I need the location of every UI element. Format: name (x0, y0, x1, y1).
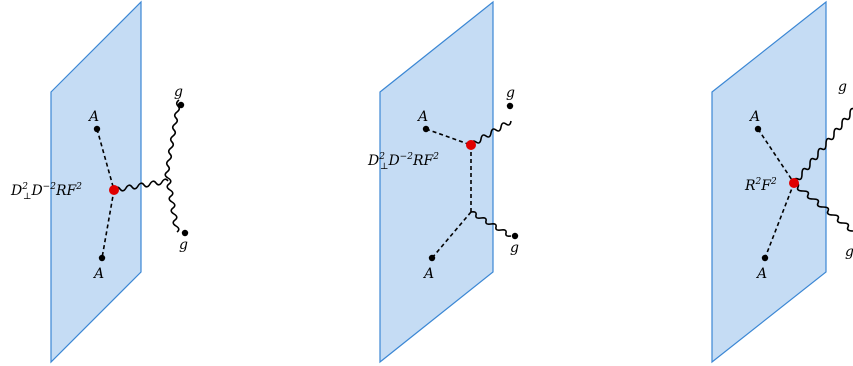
endpoint-gluon-top (177, 101, 185, 109)
label-bottom-a: A (422, 266, 434, 282)
interaction-vertex (789, 178, 799, 188)
vertex-label: D2⊥D−2RF2 (10, 182, 82, 202)
scalar-line-top (425, 128, 472, 146)
gluon-line-bottom (793, 182, 853, 232)
label-gluon-top: g (838, 79, 847, 95)
vertex-label: D2⊥D−2RF2 (367, 152, 439, 172)
gluon-line-top (793, 107, 853, 184)
scalar-line-bottom (101, 189, 115, 259)
interaction-vertex (466, 140, 476, 150)
endpoint-gluon-bottom (511, 232, 519, 240)
label-gluon-bottom: g (845, 244, 853, 260)
vertex-label: R2F2 (744, 177, 777, 194)
label-top-a: A (416, 109, 428, 125)
panel-2: A A g g D2⊥D−2RF2 (367, 0, 519, 364)
label-gluon-top: g (174, 84, 183, 100)
endpoint-top-a (93, 125, 101, 133)
panel-1: A A g g D2⊥D−2RF2 (10, 0, 189, 364)
interaction-vertex (109, 185, 119, 195)
scalar-line-top (96, 128, 115, 191)
panel-3: A A g g R2F2 (711, 0, 853, 364)
gluon-line-center (113, 178, 169, 192)
label-top-a: A (87, 109, 99, 125)
gluon-line-top (164, 99, 181, 179)
brane-plane (711, 0, 827, 364)
scalar-line-top (757, 128, 795, 184)
endpoint-gluon-top (506, 102, 514, 110)
endpoint-top-a (422, 125, 430, 133)
label-top-a: A (748, 109, 760, 125)
label-bottom-a: A (755, 266, 767, 282)
gluon-line-bottom (470, 211, 512, 237)
endpoint-bottom-a (761, 254, 769, 262)
scalar-line-bottom (431, 211, 472, 259)
brane-plane (379, 0, 494, 364)
gluon-line-bottom (166, 177, 180, 233)
endpoint-gluon-bottom (181, 229, 189, 237)
label-bottom-a: A (92, 266, 104, 282)
endpoint-bottom-a (98, 254, 106, 262)
label-gluon-top: g (506, 85, 515, 101)
endpoint-bottom-a (428, 254, 436, 262)
gluon-line-top (470, 120, 512, 146)
endpoint-top-a (754, 125, 762, 133)
brane-plane (50, 0, 142, 364)
label-gluon-bottom: g (510, 240, 519, 256)
label-gluon-bottom: g (179, 237, 188, 253)
